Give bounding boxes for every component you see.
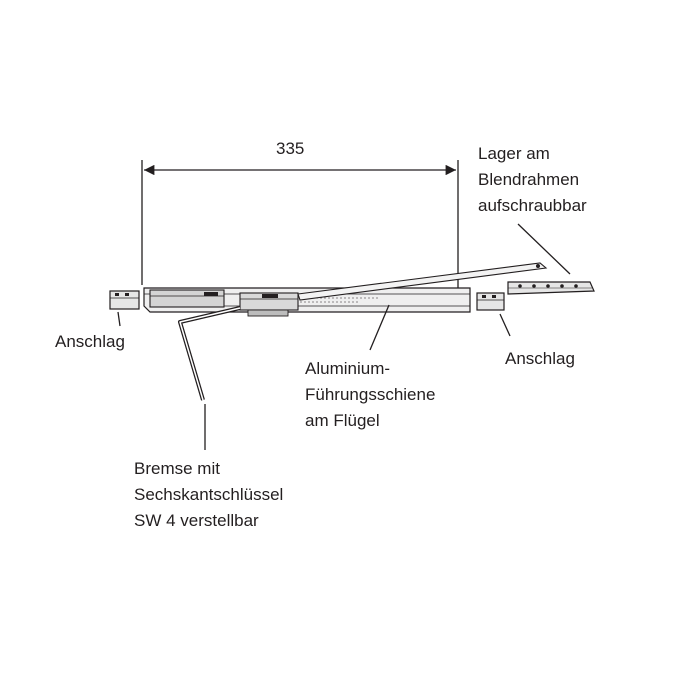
label-stop-right: Anschlag xyxy=(505,349,575,368)
leader-stop-right xyxy=(499,313,511,337)
rail-end-cap xyxy=(149,289,225,308)
leader-lines xyxy=(117,223,571,450)
label-brake: Bremse mit Sechskantschlüssel SW 4 verst… xyxy=(134,459,284,530)
label-rail: Aluminium- Führungsschiene am Flügel xyxy=(305,359,436,430)
dimension-335 xyxy=(141,160,459,288)
label-stop-left: Anschlag xyxy=(55,332,125,351)
leader-rail xyxy=(369,304,390,351)
dimension-value: 335 xyxy=(276,139,305,158)
stay-arm xyxy=(297,262,548,301)
frame-bearing xyxy=(507,281,595,295)
hex-key xyxy=(178,306,241,401)
brake-housing xyxy=(239,292,299,317)
stop-block-left xyxy=(109,290,140,310)
leader-bearing xyxy=(517,223,571,275)
leader-stop-left xyxy=(117,311,121,327)
label-bearing: Lager am Blendrahmen aufschraubbar xyxy=(478,144,587,215)
stop-block-right xyxy=(476,292,505,311)
